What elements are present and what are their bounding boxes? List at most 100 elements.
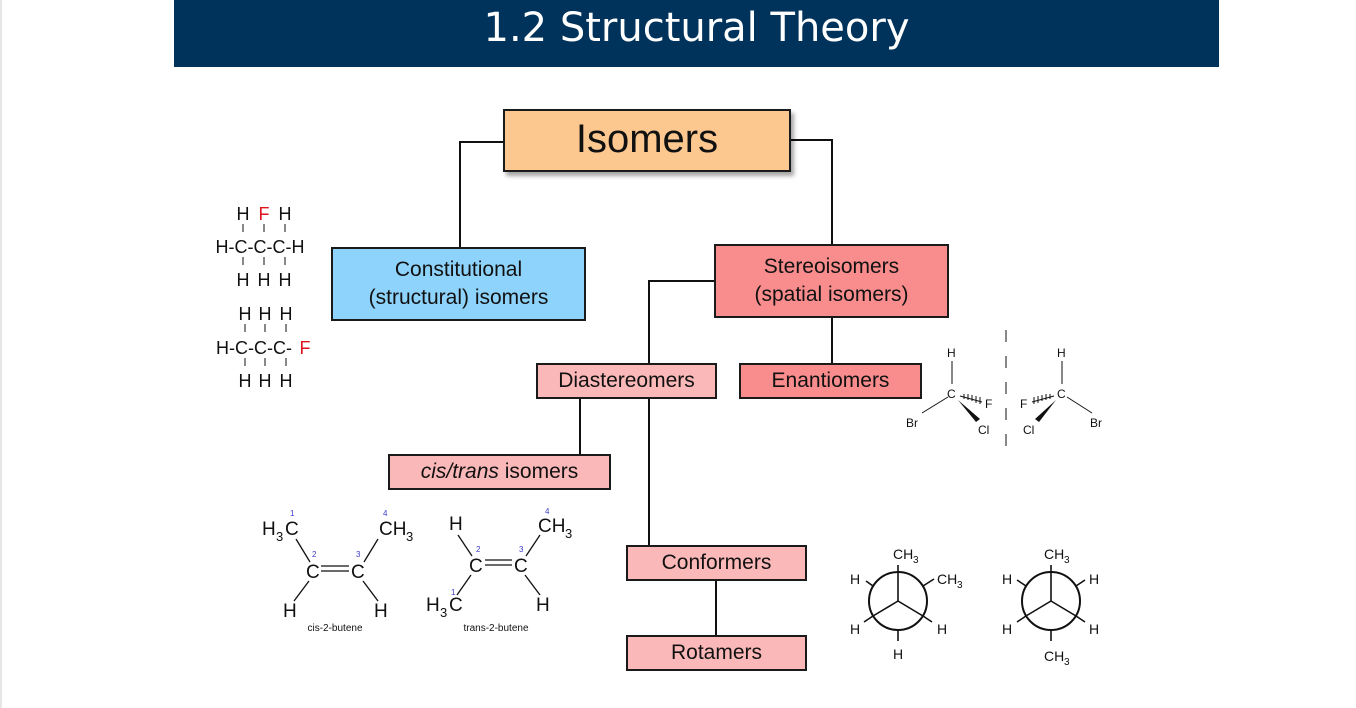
locant: 4 bbox=[383, 509, 388, 518]
locant: 1 bbox=[290, 509, 295, 518]
svg-text:C: C bbox=[285, 519, 299, 540]
cis-trans-italic: cis/trans bbox=[420, 459, 499, 483]
svg-text:CH: CH bbox=[1044, 546, 1064, 562]
conformers-label: Conformers bbox=[661, 550, 772, 574]
cis-2-butene-caption: cis-2-butene bbox=[307, 623, 362, 634]
svg-text:H: H bbox=[426, 595, 440, 616]
enantiomers-node: Enantiomers bbox=[739, 363, 922, 399]
atom-h: H bbox=[280, 304, 293, 324]
stereoisomers-label-line1: Stereoisomers bbox=[763, 254, 900, 278]
svg-text:C: C bbox=[449, 595, 463, 616]
atom-h: H bbox=[1057, 346, 1066, 360]
diastereomers-label: Diastereomers bbox=[558, 368, 695, 392]
stereoisomers-label-line2: (spatial isomers) bbox=[754, 283, 909, 306]
enantiomers-label: Enantiomers bbox=[771, 368, 890, 392]
atom-h: H bbox=[279, 270, 292, 290]
svg-text:CH: CH bbox=[1044, 648, 1064, 664]
locant: 3 bbox=[519, 545, 524, 554]
svg-text:3: 3 bbox=[406, 529, 413, 544]
atom-cl: Cl bbox=[978, 423, 989, 437]
slide-title-bar: 1.2 Structural Theory bbox=[174, 0, 1219, 67]
atom-h: H bbox=[239, 304, 252, 324]
locant: 4 bbox=[545, 507, 550, 516]
svg-text:C: C bbox=[351, 562, 365, 583]
slide-title: 1.2 Structural Theory bbox=[483, 4, 910, 51]
atom-h: H bbox=[258, 270, 271, 290]
atom-h: H bbox=[947, 346, 956, 360]
svg-text:C: C bbox=[306, 562, 320, 583]
atom-f: F bbox=[985, 397, 992, 411]
svg-text:H: H bbox=[1089, 621, 1099, 637]
locant: 3 bbox=[356, 550, 361, 559]
carbon-chain: H-C-C-C-H bbox=[216, 237, 305, 257]
svg-text:3: 3 bbox=[957, 580, 963, 591]
cis-trans-rest: isomers bbox=[498, 459, 579, 483]
svg-text:3: 3 bbox=[1064, 555, 1070, 566]
slide-left-edge bbox=[0, 0, 2, 708]
svg-text:H: H bbox=[893, 646, 903, 662]
svg-text:H: H bbox=[449, 514, 463, 535]
svg-text:H: H bbox=[937, 621, 947, 637]
atom-c: C bbox=[1057, 387, 1066, 401]
atom-br: Br bbox=[1090, 416, 1102, 430]
atom-cl: Cl bbox=[1023, 423, 1034, 437]
atom-h: H bbox=[237, 204, 250, 224]
svg-text:3: 3 bbox=[1064, 657, 1070, 668]
structure-enantiomer-left: H C F Br Cl bbox=[906, 346, 992, 437]
atom-f: F bbox=[1020, 397, 1027, 411]
stereoisomers-node: Stereoisomers (spatial isomers) bbox=[714, 244, 949, 318]
constitutional-isomers-node: Constitutional (structural) isomers bbox=[331, 247, 586, 321]
svg-text:3: 3 bbox=[440, 605, 447, 620]
atom-c: C bbox=[947, 387, 956, 401]
constitutional-label-line1: Constitutional bbox=[394, 257, 523, 281]
carbon-chain: H-C-C-C- bbox=[216, 338, 292, 358]
atom-h: H bbox=[239, 371, 252, 391]
svg-text:3: 3 bbox=[913, 555, 919, 566]
svg-text:H: H bbox=[374, 601, 388, 622]
svg-text:H: H bbox=[850, 571, 860, 587]
conformers-node: Conformers bbox=[626, 545, 807, 581]
atom-h: H bbox=[259, 304, 272, 324]
trans-2-butene-caption: trans-2-butene bbox=[463, 623, 528, 634]
svg-text:H: H bbox=[1002, 571, 1012, 587]
locant: 1 bbox=[451, 588, 456, 597]
locant: 2 bbox=[312, 550, 317, 559]
svg-text:CH: CH bbox=[893, 546, 913, 562]
svg-text:H: H bbox=[536, 595, 550, 616]
structure-1-fluoropropane: H H H H-C-C-C- F H H H bbox=[216, 304, 310, 391]
diastereomers-node: Diastereomers bbox=[536, 363, 717, 399]
svg-text:CH: CH bbox=[538, 516, 565, 537]
svg-text:H: H bbox=[1089, 571, 1099, 587]
atom-h: H bbox=[259, 371, 272, 391]
svg-text:H: H bbox=[1002, 621, 1012, 637]
svg-text:3: 3 bbox=[565, 526, 572, 541]
svg-text:C: C bbox=[514, 556, 528, 577]
atom-br: Br bbox=[906, 416, 918, 430]
svg-text:3: 3 bbox=[276, 529, 283, 544]
isomers-label: Isomers bbox=[575, 116, 719, 161]
rotamers-label: Rotamers bbox=[670, 640, 763, 664]
atom-f: F bbox=[259, 204, 270, 224]
svg-text:CH: CH bbox=[937, 571, 957, 587]
cis-trans-isomers-node: cis/trans isomers bbox=[388, 454, 611, 490]
atom-h: H bbox=[280, 371, 293, 391]
structure-2-fluoropropane: H F H H-C-C-C-H H H H bbox=[216, 204, 305, 290]
cis-trans-label: cis/trans isomers bbox=[421, 458, 579, 486]
svg-text:CH: CH bbox=[379, 519, 406, 540]
rotamers-node: Rotamers bbox=[626, 635, 807, 671]
svg-text:H: H bbox=[283, 601, 297, 622]
atom-f: F bbox=[300, 338, 311, 358]
structure-enantiomer-right: H C F Cl Br bbox=[1020, 346, 1102, 437]
isomers-node: Isomers bbox=[503, 109, 791, 172]
atom-h: H bbox=[237, 270, 250, 290]
atom-h: H bbox=[279, 204, 292, 224]
constitutional-label-line2: (structural) isomers bbox=[368, 286, 549, 309]
svg-text:H: H bbox=[850, 621, 860, 637]
svg-text:C: C bbox=[469, 556, 483, 577]
